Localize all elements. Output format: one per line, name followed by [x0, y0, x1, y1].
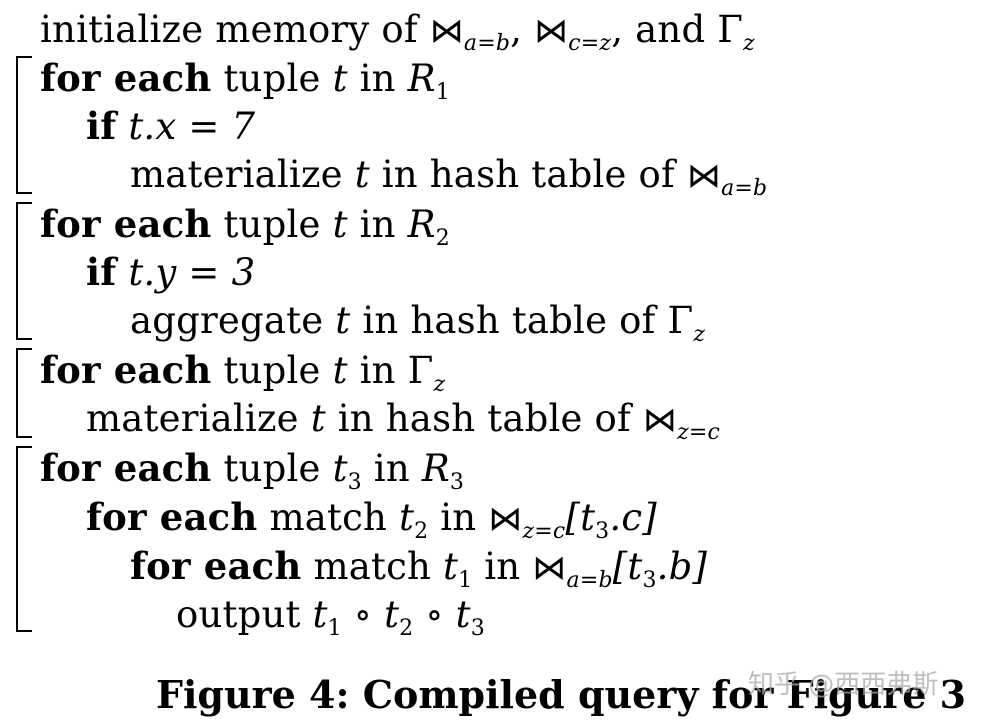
join-symbol: ⋈ — [642, 400, 678, 440]
figure-caption: Figure 4: Compiled query for Figure 3 — [156, 672, 967, 717]
pipeline-bracket-1 — [16, 56, 32, 194]
join-symbol: ⋈ — [686, 156, 722, 196]
code-line-10: for each match t2 in ⋈z=c[t3.c] — [86, 495, 657, 544]
code-line-7: for each tuple t in Γz — [40, 348, 446, 397]
code-line-3: materialize t in hash table of ⋈a=b — [130, 153, 768, 201]
pipeline-bracket-4 — [16, 446, 32, 632]
join-symbol: ⋈ — [534, 11, 569, 51]
watermark: 知乎 @西西弗斯 — [748, 670, 939, 700]
code-line-5: if t.y = 3 — [86, 250, 256, 294]
code-line-2: if t.x = 7 — [86, 104, 256, 148]
join-symbol: ⋈ — [488, 499, 523, 539]
pipeline-bracket-2 — [16, 202, 32, 340]
code-line-12: output t1 ∘ t2 ∘ t3 — [176, 593, 485, 641]
code-line-init: initialize memory of ⋈a=b, ⋈c=z, and Γz — [40, 8, 755, 56]
join-symbol: ⋈ — [429, 11, 464, 51]
code-line-9: for each tuple t3 in R3 — [40, 446, 465, 495]
compose-symbol: ∘ — [353, 593, 373, 636]
code-line-4: for each tuple t in R2 — [40, 202, 450, 251]
code-line-6: aggregate t in hash table of Γz — [130, 299, 706, 347]
code-line-8: materialize t in hash table of ⋈z=c — [86, 397, 721, 445]
code-line-11: for each match t1 in ⋈a=b[t3.b] — [130, 544, 708, 593]
gamma-symbol: Γ — [407, 349, 434, 392]
compose-symbol: ∘ — [425, 593, 444, 636]
code-line-1: for each tuple t in R1 — [40, 56, 450, 105]
join-symbol: ⋈ — [532, 548, 567, 588]
gamma-symbol: Γ — [717, 8, 744, 51]
gamma-symbol: Γ — [667, 299, 694, 342]
pipeline-bracket-3 — [16, 348, 32, 438]
